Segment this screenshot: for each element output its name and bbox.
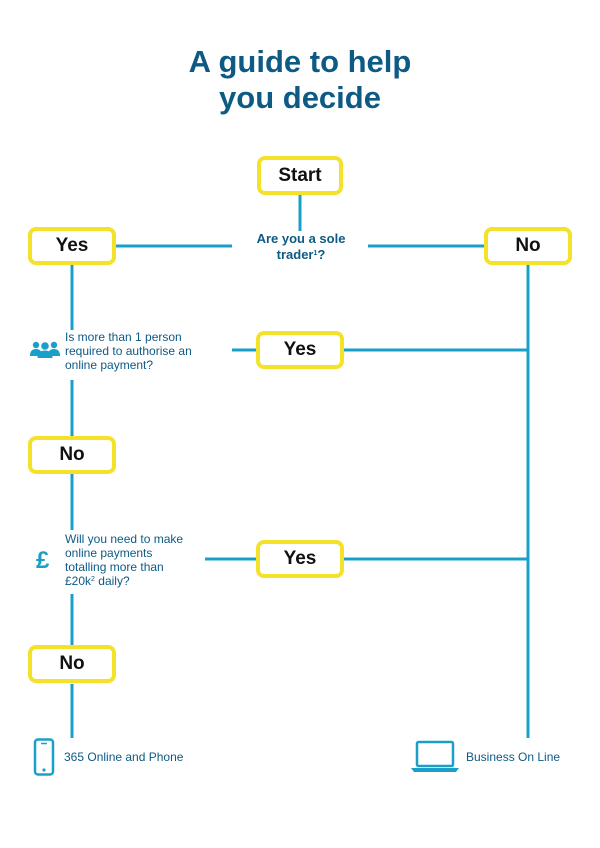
no-node-1: No (484, 227, 572, 265)
yes-label-2: Yes (283, 339, 317, 360)
start-label: Start (278, 164, 322, 186)
title-line-1: A guide to help (188, 44, 412, 79)
yes-node-1: Yes (28, 227, 116, 265)
mobile-phone-icon (33, 738, 55, 776)
question-3-line-1: Will you need to make (65, 532, 184, 546)
outcome-365-online: 365 Online and Phone (64, 750, 184, 764)
question-multi-authoriser: Is more than 1 person required to author… (65, 330, 230, 372)
people-group-icon (30, 341, 60, 358)
question-3-line-2: online payments (65, 546, 153, 560)
start-node: Start (257, 156, 343, 195)
question-1-line-1: Are you a sole (256, 231, 346, 246)
page-title: A guide to help you decide (0, 44, 600, 116)
question-2-line-1: Is more than 1 person (65, 330, 182, 344)
no-label-2: No (59, 444, 85, 465)
title-line-2: you decide (219, 80, 381, 115)
question-sole-trader: Are you a sole trader1? (236, 231, 366, 263)
laptop-icon (411, 740, 459, 772)
no-label-1: No (515, 235, 541, 256)
question-3-line-3: totalling more than (65, 560, 164, 574)
no-node-3: No (28, 645, 116, 683)
pound-sign-icon: £ (36, 547, 50, 572)
outcome-business-on-line: Business On Line (466, 750, 561, 764)
yes-node-3: Yes (256, 540, 344, 578)
question-2-line-2: required to authorise an (65, 344, 192, 358)
yes-label-3: Yes (283, 548, 317, 569)
no-label-3: No (59, 653, 85, 674)
svg-text:£: £ (36, 547, 50, 572)
yes-node-2: Yes (256, 331, 344, 369)
no-node-2: No (28, 436, 116, 474)
question-2-line-3: online payment? (65, 358, 154, 372)
question-daily-limit: Will you need to make online payments to… (65, 532, 205, 588)
yes-label-1: Yes (55, 235, 89, 256)
question-3-line-4: £20k2 daily? (65, 574, 130, 588)
question-1-line-2: trader1? (276, 247, 326, 262)
